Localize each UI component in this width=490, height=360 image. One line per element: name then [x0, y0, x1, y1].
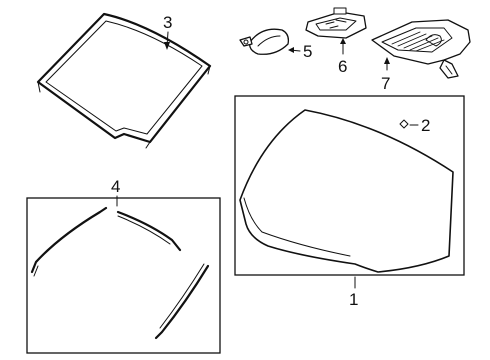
arrow-5 [288, 47, 294, 53]
callout-4: 4 [111, 177, 120, 196]
callout-6: 6 [338, 57, 347, 76]
windshield-box [234, 95, 465, 276]
moulding-kit-box [26, 197, 221, 354]
clip-part [399, 119, 409, 129]
callout-3: 3 [163, 13, 172, 32]
callout-2: 2 [421, 116, 430, 135]
arrow-6 [340, 38, 346, 44]
sensor-bracket-part [305, 7, 367, 39]
arrow-3 [164, 42, 170, 50]
callout-1: 1 [349, 290, 358, 309]
windshield-glass-part [239, 109, 454, 273]
mirror-part [239, 28, 290, 55]
moulding-frame-part [36, 12, 212, 149]
callout-7: 7 [381, 74, 390, 93]
moulding-strips-part [30, 206, 210, 340]
callout-5: 5 [303, 42, 312, 61]
arrow-7 [384, 57, 390, 64]
mirror-cover-part [371, 19, 471, 79]
